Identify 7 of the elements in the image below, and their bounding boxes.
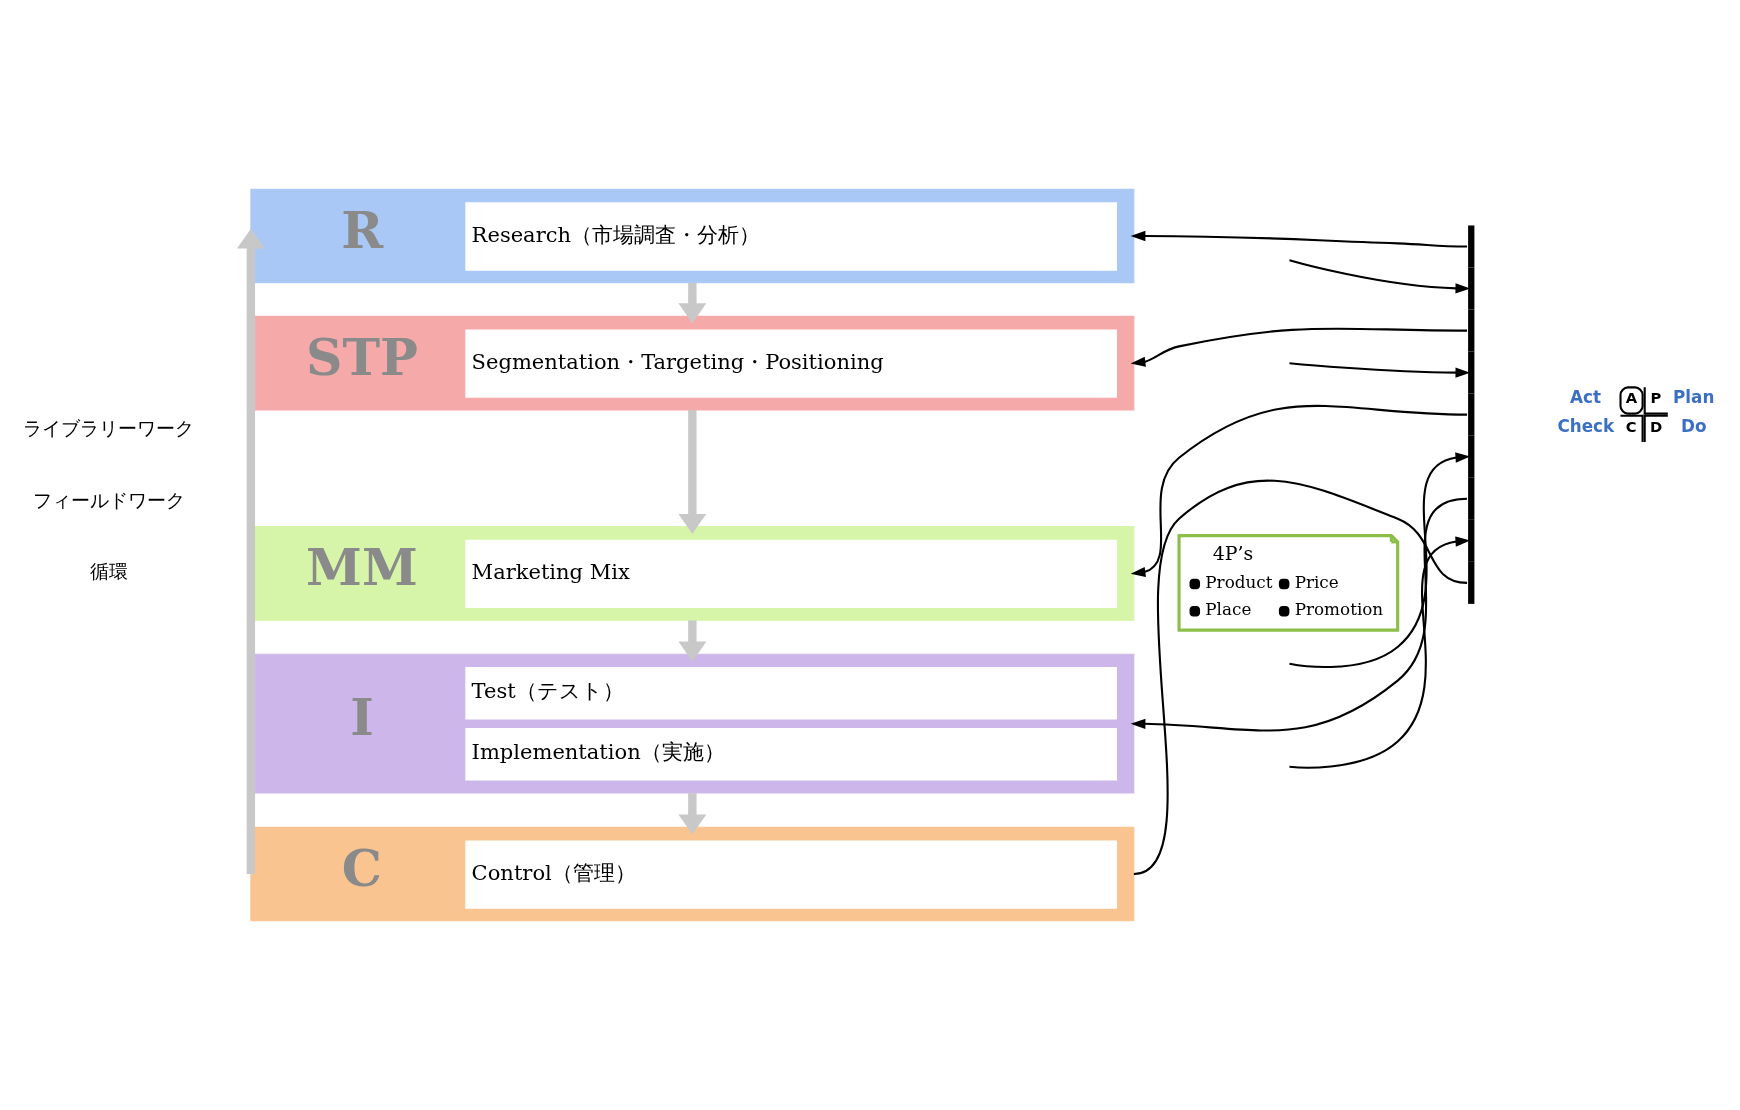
node-label: Do bbox=[1680, 415, 1707, 436]
label: ライブラリーワーク bbox=[23, 417, 195, 440]
node-label: Plan bbox=[1673, 387, 1715, 408]
label: フィールドワーク bbox=[32, 488, 185, 511]
node-label: Check bbox=[1557, 415, 1615, 436]
node-label: Act bbox=[1570, 387, 1602, 408]
label: 循環 bbox=[89, 560, 128, 583]
